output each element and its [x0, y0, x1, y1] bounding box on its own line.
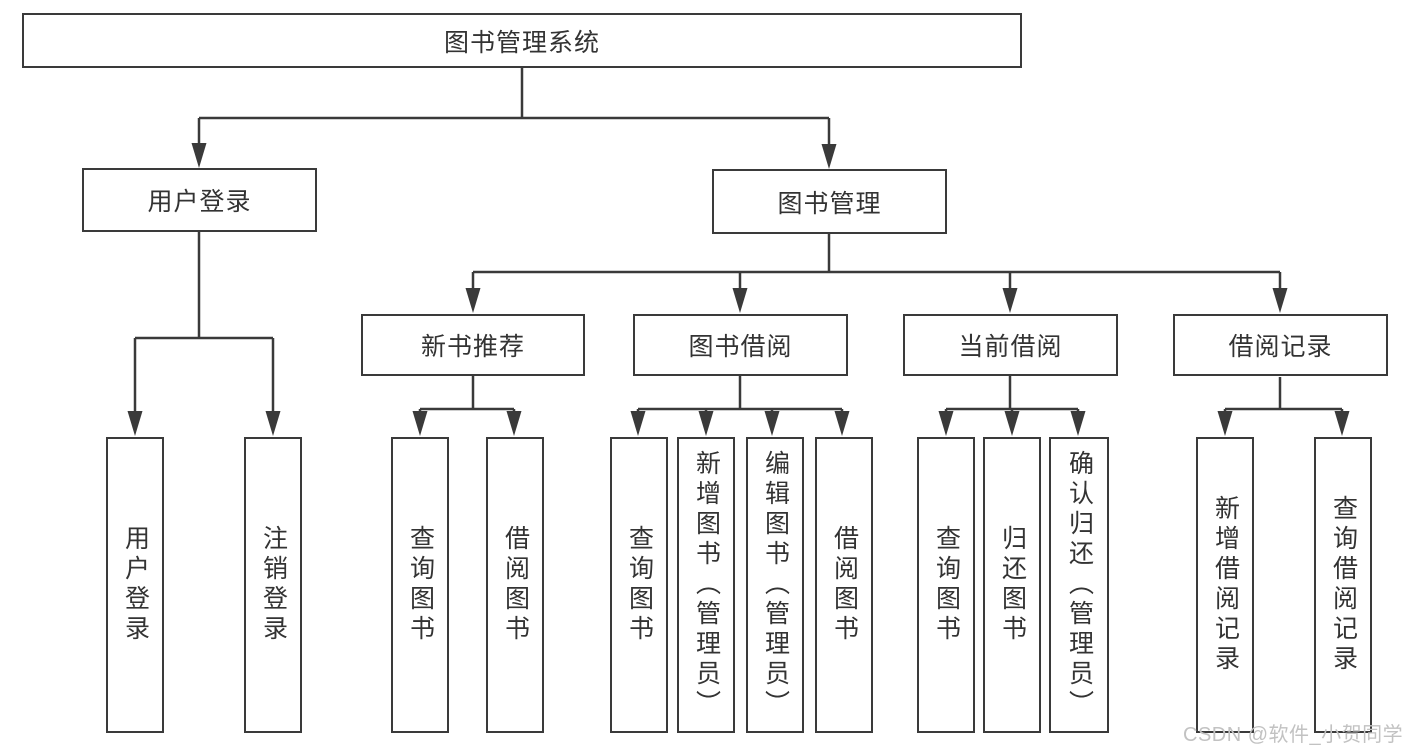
leaf-add-book-admin: 新增图书（管理员）	[677, 437, 735, 733]
leaf-edit-book-admin: 编辑图书（管理员）	[746, 437, 804, 733]
node-new-book-recommend: 新书推荐	[361, 314, 585, 376]
leaf-logout: 注销登录	[244, 437, 302, 733]
node-borrow-records: 借阅记录	[1173, 314, 1388, 376]
leaf-add-borrow-record: 新增借阅记录	[1196, 437, 1254, 733]
node-book-management: 图书管理	[712, 169, 947, 234]
node-current-borrow: 当前借阅	[903, 314, 1118, 376]
leaf-recommend-query-book: 查询图书	[391, 437, 449, 733]
leaf-query-borrow-record: 查询借阅记录	[1314, 437, 1372, 733]
node-user-login: 用户登录	[82, 168, 317, 232]
csdn-watermark: CSDN @软件_小贺同学	[1183, 724, 1404, 746]
arrowheads	[127, 143, 1350, 436]
leaf-borrow-book: 借阅图书	[815, 437, 873, 733]
leaf-confirm-return-admin: 确认归还（管理员）	[1049, 437, 1109, 733]
leaf-recommend-borrow-book: 借阅图书	[486, 437, 544, 733]
node-root: 图书管理系统	[22, 13, 1022, 68]
leaf-borrow-query-book: 查询图书	[610, 437, 668, 733]
leaf-user-login: 用户登录	[106, 437, 164, 733]
tree-edges	[133, 67, 1344, 414]
leaf-return-book: 归还图书	[983, 437, 1041, 733]
leaf-current-query-book: 查询图书	[917, 437, 975, 733]
node-book-borrow: 图书借阅	[633, 314, 848, 376]
